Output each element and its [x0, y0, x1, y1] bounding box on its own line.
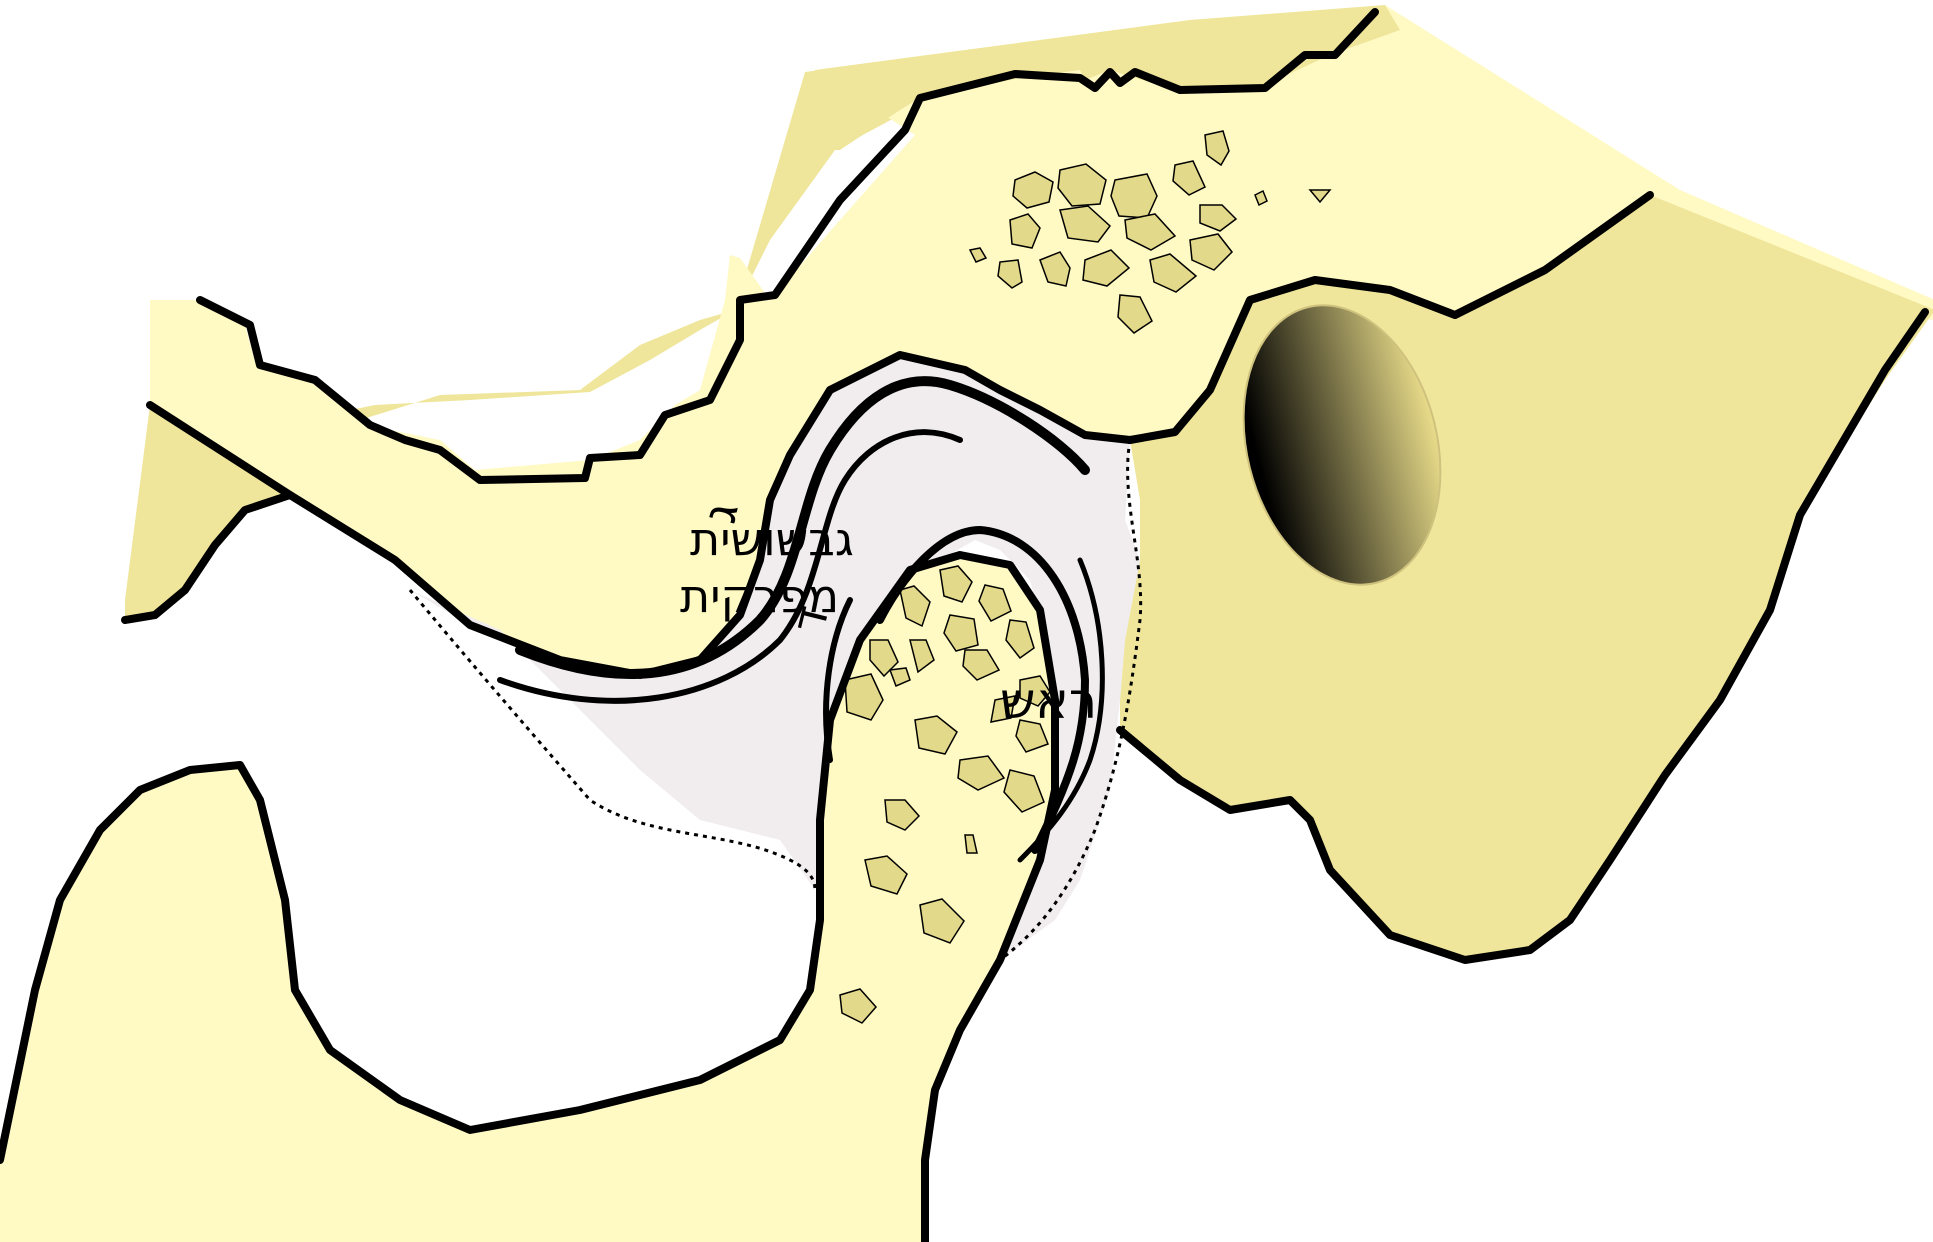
- temporal-bone-dark-top: [815, 5, 1400, 150]
- temporal-bone-light: [150, 5, 1933, 675]
- trabeculae-condyle: [839, 565, 1051, 1024]
- trabeculae-upper: [968, 130, 1332, 334]
- disc-contours: [497, 376, 1105, 863]
- label-articular-tubercle-line2: מפרקית: [680, 569, 839, 623]
- temporal-bone-dark-lower-left: [125, 405, 290, 620]
- mandible-light: [0, 555, 1055, 1242]
- label-articular-tubercle-line1: גבשושית: [690, 512, 854, 566]
- canal-oval: [1242, 304, 1442, 586]
- articular-disc: [410, 355, 1140, 960]
- joint-capsule: [408, 439, 1143, 962]
- label-condyle-head: ראש: [1000, 672, 1097, 730]
